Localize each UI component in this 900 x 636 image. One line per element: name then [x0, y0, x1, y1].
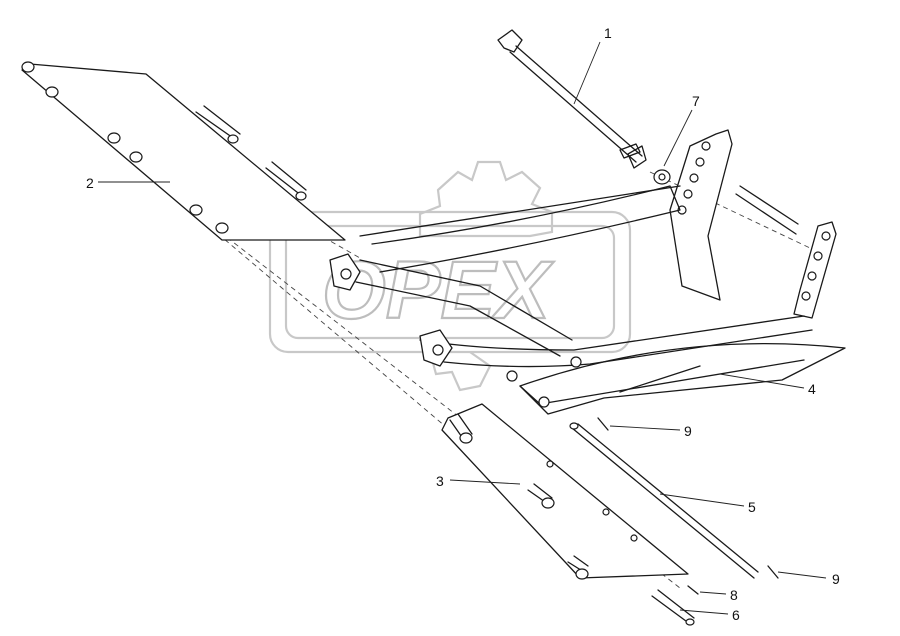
callout-labels: 1 2 3 4 5 6 7 8 9 9: [86, 25, 840, 623]
leader-lines: [98, 41, 827, 615]
callout-3: 3: [436, 473, 444, 489]
bracket-holes-right: [801, 231, 831, 301]
callout-7: 7: [692, 93, 700, 109]
watermark-logo: OPEX: [268, 160, 632, 392]
hinge-knuckles-upper: [21, 61, 307, 234]
callout-1: 1: [604, 25, 612, 41]
callout-5: 5: [748, 499, 756, 515]
callout-8: 8: [730, 587, 738, 603]
long-pin: [497, 29, 647, 169]
watermark-badge-inner: [284, 224, 616, 340]
bracket-holes-left: [677, 141, 711, 215]
cover-plate-upper: [21, 61, 346, 241]
callout-4: 4: [808, 381, 816, 397]
main-frame: [329, 129, 846, 415]
washer: [653, 169, 671, 185]
callout-9-upper: 9: [684, 423, 692, 439]
long-rod: [569, 422, 759, 579]
cover-plate-lower: [441, 403, 689, 580]
short-pin: [651, 589, 695, 626]
callout-2: 2: [86, 175, 94, 191]
watermark-text: OPEX: [322, 245, 554, 336]
callout-6: 6: [732, 607, 740, 623]
cotter-pins: [597, 143, 779, 595]
callout-9-lower: 9: [832, 571, 840, 587]
